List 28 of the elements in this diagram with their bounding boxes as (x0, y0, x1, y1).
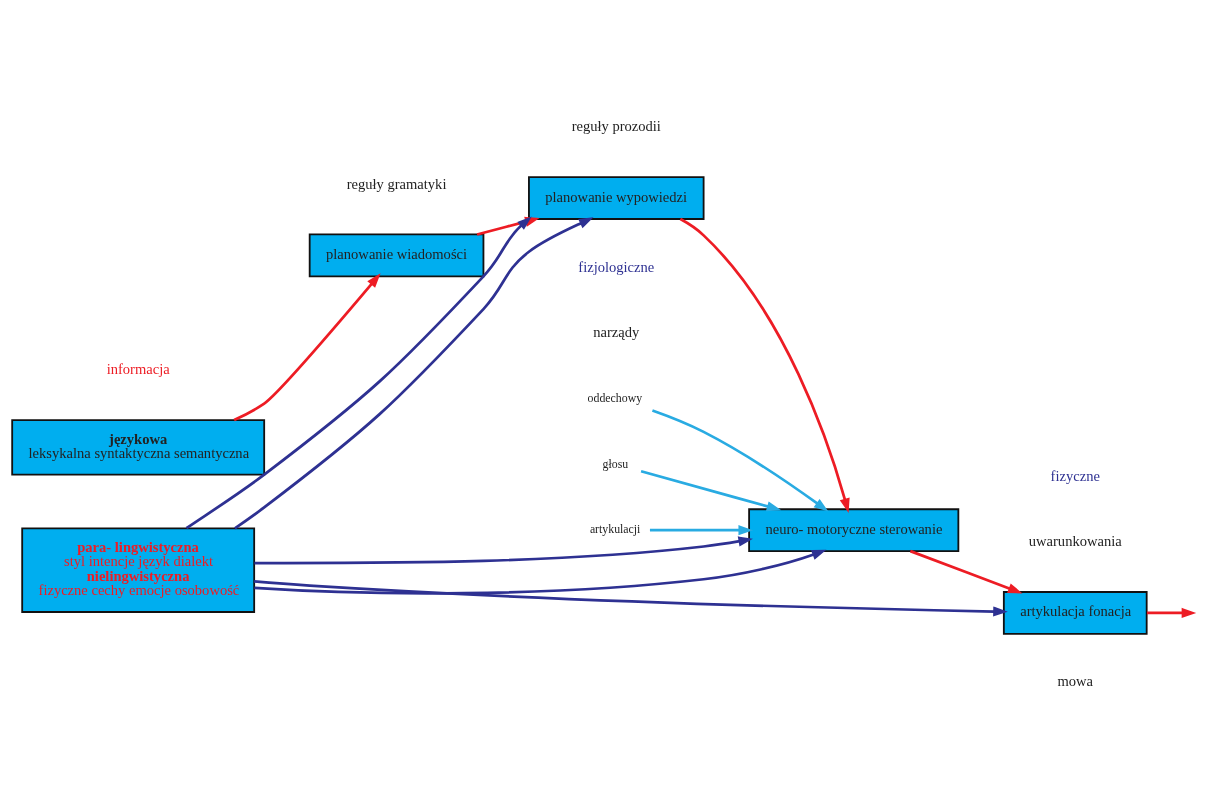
arrow (1147, 607, 1197, 618)
node-text: oddechowy (587, 390, 643, 405)
arrow (651, 408, 829, 512)
node-text: głosu (602, 456, 629, 471)
node-box: para- lingwistyczna styl intencje język dialekt nielingwistyczna fizyczne cechy emocje osobowość (21, 526, 256, 613)
arrow (254, 579, 1008, 617)
arrow (233, 272, 381, 421)
arrow (254, 549, 827, 595)
arrow (649, 524, 754, 535)
arrow (640, 469, 782, 511)
arrow (909, 549, 1023, 593)
node-box: planowanie wypowiedzi (528, 175, 705, 220)
label: mowa (1057, 672, 1094, 689)
label: reguły prozodii (571, 117, 661, 134)
label: fizjologiczne (578, 258, 655, 275)
node-text: artykulacji (589, 521, 641, 536)
node-box: językowa leksykalna syntaktyczna semantyczna (11, 418, 266, 476)
node-box: artykulacja fonacja (1002, 590, 1148, 635)
arrow (254, 535, 753, 564)
label: fizyczne (1050, 467, 1100, 484)
label: narządy (593, 323, 640, 340)
label: uwarunkowania (1028, 532, 1122, 549)
label: reguły gramatyki (346, 175, 447, 192)
node-box: planowanie wiadomości (308, 233, 485, 277)
arrow (185, 216, 532, 529)
label: informacja (106, 360, 170, 377)
node-box: neuro- motoryczne sterowanie (748, 507, 960, 552)
arrow (679, 217, 850, 513)
